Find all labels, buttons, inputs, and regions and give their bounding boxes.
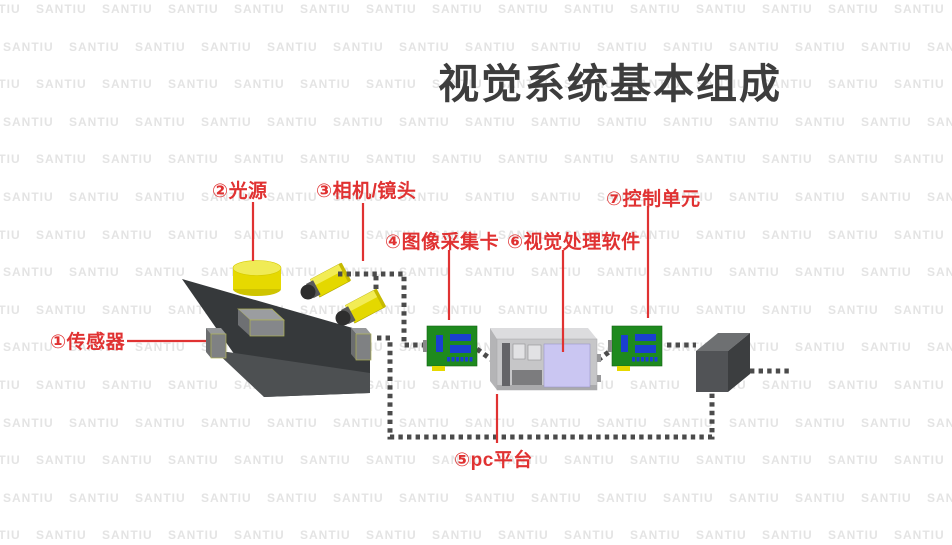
cable-camera-to-card — [338, 271, 427, 348]
conveyor-belt — [182, 279, 370, 397]
cable-card1-to-pc — [475, 346, 494, 363]
pc-drive-bay-2 — [527, 344, 542, 361]
product-box — [237, 308, 285, 337]
software-screen — [543, 343, 591, 388]
pc-front-strip — [502, 343, 510, 386]
control-io-card — [607, 325, 663, 372]
label-light-source: ②光源 — [212, 181, 268, 202]
camera-2 — [331, 288, 387, 331]
sensor-box-right — [351, 328, 372, 361]
page-title: 视觉系统基本组成 — [438, 61, 782, 107]
control-unit-box — [696, 333, 750, 392]
label-sensor: ①传感器 — [50, 332, 126, 353]
label-pc-platform: ⑤pc平台 — [454, 450, 533, 471]
pc-drive-bay-1 — [512, 343, 526, 360]
pc-case — [490, 328, 601, 391]
camera-1 — [296, 262, 352, 305]
callout-lines — [127, 202, 650, 443]
cables — [338, 271, 792, 440]
sensor-box-left — [206, 328, 227, 359]
capture-card — [422, 325, 478, 372]
label-camera-lens: ③相机/镜头 — [316, 181, 417, 202]
pc-vent-panel — [512, 370, 542, 385]
cable-sensor-feedback-loop — [377, 335, 715, 440]
label-capture-card: ④图像采集卡 — [385, 232, 500, 253]
light-source — [232, 260, 282, 296]
label-software: ⑥视觉处理软件 — [507, 232, 641, 253]
label-control-unit: ⑦控制单元 — [606, 189, 701, 210]
